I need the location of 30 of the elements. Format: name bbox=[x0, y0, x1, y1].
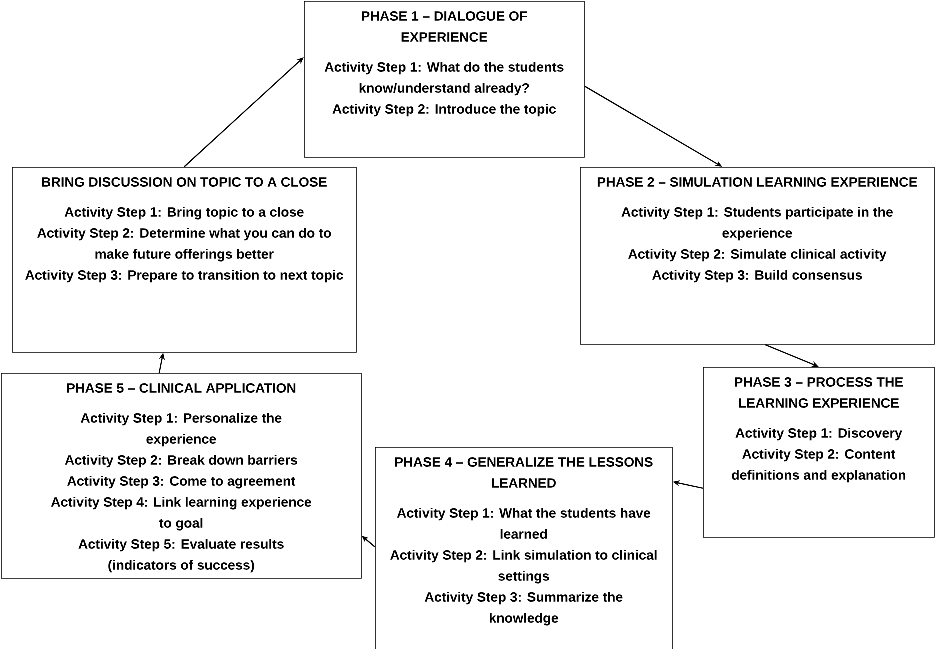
activity-step: Activity Step 3: Build consensus bbox=[652, 270, 862, 283]
activity-step: Activity Step 1: Bring topic to a close bbox=[64, 207, 304, 220]
activity-step: Activity Step 3: Prepare to transition to next topic bbox=[26, 270, 344, 283]
activity-step: Activity Step 3: Come to agreement bbox=[68, 476, 296, 489]
phase-box bbox=[1, 373, 362, 579]
activity-step: Activity Step 2: Content definitions and explanation bbox=[732, 449, 906, 483]
activity-step: Activity Step 2: Determine what you can do to make future offerings better bbox=[38, 228, 332, 262]
activity-step: Activity Step 5: Evaluate results (indicators of success) bbox=[78, 539, 284, 573]
phase-heading: PHASE 5 – CLINICAL APPLICATION bbox=[67, 383, 296, 393]
phase-box bbox=[580, 167, 935, 345]
activity-step: Activity Step 1: Personalize the experience bbox=[81, 413, 282, 447]
activity-step: Activity Step 2: Link simulation to clinical settings bbox=[390, 550, 657, 584]
activity-step: Activity Step 1: What do the students know/understand already? bbox=[324, 62, 564, 96]
phase-heading: PHASE 3 – PROCESS THE LEARNING EXPERIENCE bbox=[735, 377, 904, 408]
activity-step: Activity Step 2: Break down barriers bbox=[65, 455, 298, 468]
activity-step: Activity Step 1: What the students have learned bbox=[397, 508, 650, 539]
phase-heading: BRING DISCUSSION ON TOPIC TO A CLOSE bbox=[42, 177, 327, 187]
phase-box bbox=[703, 367, 935, 538]
activity-step: Activity Step 1: Discovery bbox=[736, 428, 902, 441]
activity-step: Activity Step 3: Summarize the knowledge bbox=[425, 592, 623, 626]
phase-box bbox=[375, 447, 673, 649]
phase-heading: PHASE 2 – SIMULATION LEARNING EXPERIENCE bbox=[598, 177, 918, 187]
activity-step: Activity Step 2: Simulate clinical activity bbox=[628, 249, 887, 262]
phase-heading: PHASE 4 – GENERALIZE THE LESSONS LEARNED bbox=[395, 457, 653, 488]
phase-box bbox=[304, 1, 585, 158]
phase-heading: PHASE 1 – DIALOGUE OF EXPERIENCE bbox=[362, 11, 528, 42]
activity-step: Activity Step 4: Link learning experience to goal bbox=[51, 497, 312, 531]
phase-box bbox=[12, 167, 357, 353]
activity-step: Activity Step 1: Students participate in the experience bbox=[622, 207, 893, 241]
activity-step: Activity Step 2: Introduce the topic bbox=[332, 104, 556, 117]
